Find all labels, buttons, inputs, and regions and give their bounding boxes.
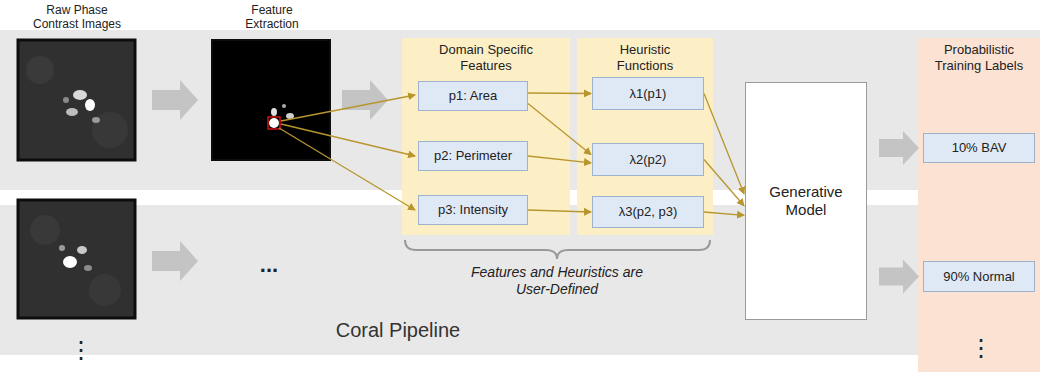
connector-arrow bbox=[528, 210, 591, 212]
flow-arrow bbox=[152, 80, 388, 281]
process-box: λ2(p2) bbox=[592, 143, 704, 176]
panel-heading: Probabilistic Training Labels bbox=[927, 42, 1031, 73]
raw-image bbox=[18, 200, 135, 318]
connector-arrow bbox=[704, 212, 744, 215]
box-label: p2: Perimeter bbox=[434, 148, 512, 164]
panel-fill bbox=[402, 38, 570, 235]
connector-arrow bbox=[528, 92, 591, 94]
flow-arrow bbox=[879, 260, 919, 294]
process-box: λ1(p1) bbox=[592, 77, 704, 110]
process-box: p2: Perimeter bbox=[418, 141, 528, 171]
panel-heading: Domain Specific Features bbox=[430, 42, 542, 73]
annotation-label: ⋮ bbox=[66, 336, 96, 365]
connector-arrow bbox=[528, 156, 591, 163]
feature-image bbox=[212, 40, 330, 160]
box-label: p1: Area bbox=[449, 88, 497, 104]
box-label: p3: Intensity bbox=[438, 202, 508, 218]
connector-arrow bbox=[704, 160, 744, 206]
process-box: p3: Intensity bbox=[418, 195, 528, 225]
box-label: 10% BAV bbox=[952, 140, 1007, 156]
feature-panel: Probabilistic Training Labels 10% BAV 90% … bbox=[918, 38, 1040, 372]
annotation-label: Feature Extraction bbox=[234, 3, 310, 32]
panel-heading: Heuristic Functions bbox=[605, 42, 685, 73]
annotation-label: ... bbox=[244, 252, 294, 278]
flow-arrow bbox=[879, 131, 919, 165]
process-box: 10% BAV bbox=[923, 133, 1035, 163]
model-label: Generative Model bbox=[752, 183, 860, 219]
process-box: 90% Normal bbox=[923, 261, 1035, 292]
annotation-label: Coral Pipeline bbox=[318, 318, 478, 342]
process-box: λ3(p2, p3) bbox=[592, 196, 704, 228]
brace bbox=[405, 240, 710, 259]
box-label: λ2(p2) bbox=[630, 152, 667, 168]
pipeline-band bbox=[0, 30, 1040, 190]
feature-panel: Heuristic Functions λ1(p1) λ2(p2) λ3(p2, p3… bbox=[577, 38, 713, 235]
annotation-label: ⋮ bbox=[966, 334, 996, 363]
panel-fills bbox=[402, 38, 1040, 372]
feature-leader bbox=[279, 95, 415, 210]
process-box: p1: Area bbox=[418, 81, 528, 111]
model-box: Generative Model bbox=[745, 82, 867, 320]
panel-fill bbox=[918, 38, 1040, 372]
connector-arrow bbox=[704, 94, 744, 194]
box-label: λ3(p2, p3) bbox=[619, 204, 678, 220]
annotation-label: Features and Heuristics are User-Defined bbox=[457, 264, 657, 298]
box-label: 90% Normal bbox=[943, 269, 1015, 285]
box-label: λ1(p1) bbox=[630, 86, 667, 102]
panel-fill bbox=[577, 38, 713, 235]
annotation-label: Raw Phase Contrast Images bbox=[27, 3, 127, 32]
connector-arrow bbox=[528, 104, 591, 155]
raw-image bbox=[18, 40, 135, 160]
feature-panel: Domain Specific Features p1: Area p2: Peri… bbox=[402, 38, 570, 235]
